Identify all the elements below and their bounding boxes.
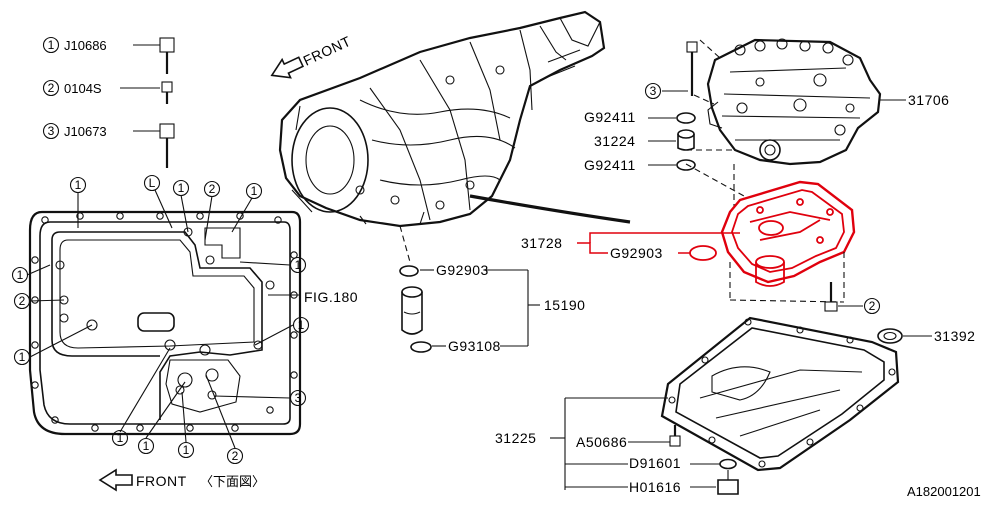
solenoid-parts: G92903 15190 G93108 [399, 262, 585, 354]
label-callouts-c1e: 1 [17, 268, 24, 282]
drain-plug: 31392 [877, 328, 975, 344]
legend-num-3: 3 [48, 124, 55, 138]
pan-bottom-view: 1 L 1 2 1 1 1 2 1 1 1 1 1 2 3 FIG.180 [11, 174, 358, 465]
label-callouts-c1i: 1 [143, 439, 150, 453]
front-arrow-bottom: FRONT 〈下面図〉 [98, 468, 265, 492]
label-callouts-c2d: 2 [869, 299, 876, 313]
label-callouts-c3a: 3 [295, 391, 302, 405]
fig-ref-label: FIG.180 [304, 289, 358, 305]
label-callouts-c2a: 2 [209, 182, 216, 196]
transmission-case [278, 10, 631, 263]
label-front_top: FRONT [301, 33, 354, 69]
valve-bolt: 3 [644, 41, 698, 100]
legend-num-1: 1 [48, 38, 55, 52]
label-parts-p92411a: G92411 [584, 109, 636, 125]
oil-strainer-highlighted: 31728 G92903 [521, 180, 856, 303]
label-parts-p92411b: G92411 [584, 157, 636, 173]
label-callouts-c3b: 3 [650, 84, 657, 98]
label-callouts-c2b: 2 [19, 294, 26, 308]
label-callouts-c1a: 1 [75, 178, 82, 192]
legend-part-1: J10686 [64, 38, 107, 53]
label-parts-p93108: G93108 [448, 338, 501, 354]
label-parts-pD91601: D91601 [629, 455, 681, 471]
legend-part-3: J10673 [64, 124, 107, 139]
label-parts-p92903b: G92903 [610, 245, 663, 261]
figure-code: A182001201 [907, 484, 981, 499]
label-parts-pH01616: H01616 [629, 479, 681, 495]
label-parts-p92903a: G92903 [436, 262, 489, 278]
strainer-o-ring [689, 245, 717, 261]
label-parts-pA50686: A50686 [576, 434, 627, 450]
pan-fasteners: 31225 A50686 D91601 H01616 [495, 397, 739, 495]
label-callouts-c1h: 1 [117, 431, 124, 445]
drain-plug-window [137, 312, 175, 332]
legend-num-2: 2 [48, 81, 55, 95]
bottom-view-note: 〈下面図〉 [200, 474, 265, 489]
pan-bolts [31, 212, 298, 432]
label-parts-p31392: 31392 [934, 328, 975, 344]
label-callouts-c1f: 1 [19, 350, 26, 364]
valve-seals: G92411 31224 G92411 [584, 109, 696, 173]
strainer-bolt: 2 [824, 282, 881, 315]
label-parts-p31728: 31728 [521, 235, 562, 251]
label-callouts-c1d: 1 [295, 258, 302, 272]
label-parts-p31224: 31224 [594, 133, 635, 149]
label-front_bottom: FRONT [136, 473, 187, 489]
label-callouts-c1j: 1 [183, 443, 190, 457]
label-parts-p31225: 31225 [495, 430, 536, 446]
label-callouts-c1c: 1 [251, 184, 258, 198]
label-callouts-c2c: 2 [232, 449, 239, 463]
label-callouts-c1b: 1 [178, 181, 185, 195]
control-valve-body: 31706 [685, 38, 949, 206]
label-parts-p31706: 31706 [908, 92, 949, 108]
label-parts-p15190: 15190 [544, 297, 585, 313]
legend-part-2: 0104S [64, 81, 102, 96]
legend: 1 J10686 2 0104S 3 J10673 [42, 36, 175, 168]
label-callouts-cL: L [149, 176, 156, 190]
front-arrow-top: FRONT [270, 33, 354, 79]
oil-pan [660, 316, 900, 472]
label-callouts-c1g: 1 [298, 318, 305, 332]
